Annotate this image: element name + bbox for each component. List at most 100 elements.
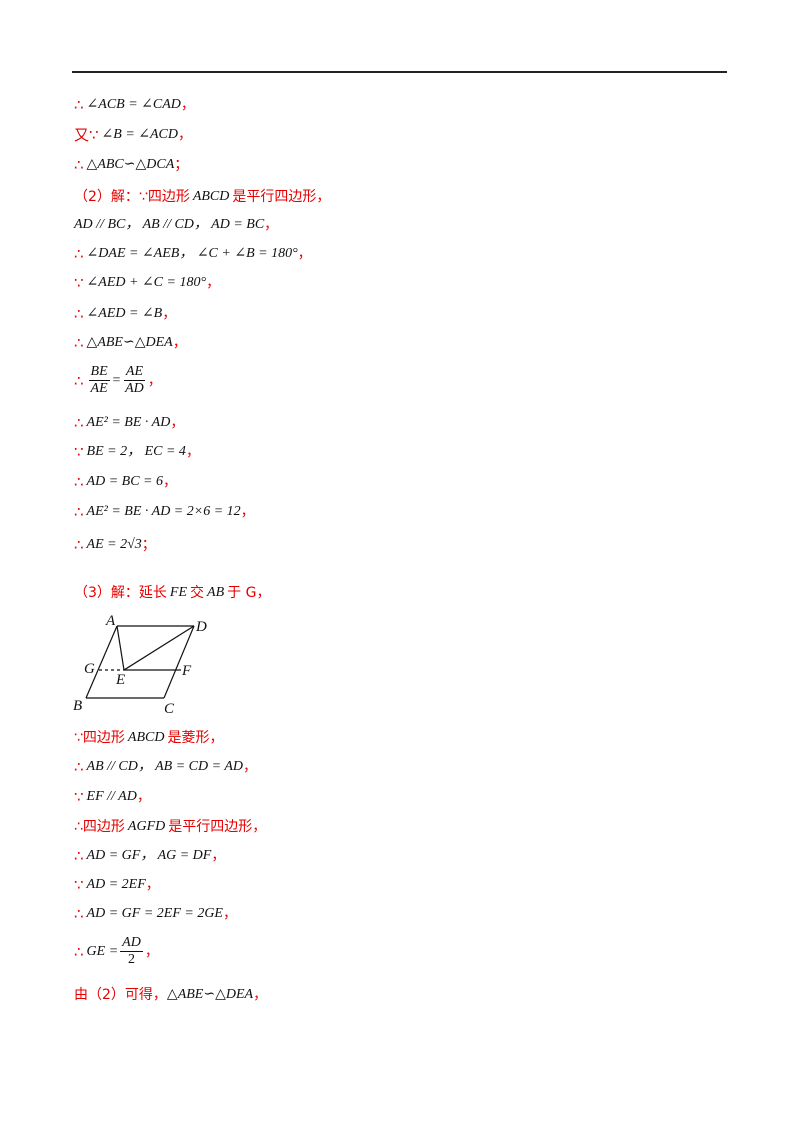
math-expression: ∠DAE = ∠AEB， ∠C + ∠B = 180° (86, 246, 298, 261)
part-label: （2）解：∵四边形 (74, 189, 190, 205)
math-expression: AD = GF = 2EF = 2GE (86, 906, 223, 921)
math-expression: AD = GF， AG = DF (86, 848, 212, 863)
because-symbol: ∵ (74, 876, 84, 894)
label-d: D (195, 619, 207, 635)
proof-line-6: ∴ ∠DAE = ∠AEB， ∠C + ∠B = 180° ， (74, 245, 312, 263)
label-f: F (181, 663, 192, 679)
punctuation: ， (222, 906, 237, 922)
therefore-symbol: ∴ (74, 156, 84, 174)
segment-ae (116, 625, 125, 671)
math-expression: △ABE∽△DEA (166, 987, 254, 1002)
math-expression: AB (207, 585, 225, 600)
equals-sign: = (111, 372, 122, 388)
punctuation: ， (264, 217, 279, 233)
punctuation: ， (144, 943, 159, 960)
math-expression: ∠ACB = ∠CAD (86, 97, 181, 112)
statement-text: 是平行四边形， (168, 819, 267, 835)
math-expression: AD = BC = 6 (86, 474, 163, 489)
fraction-be-over-ae: BE AE (88, 364, 110, 396)
punctuation: ； (174, 157, 189, 173)
label-e: E (115, 672, 125, 688)
punctuation: ， (178, 127, 193, 143)
proof-line-21: ∴ AD = GF， AG = DF ， (74, 847, 225, 865)
label-c: C (164, 701, 175, 717)
punctuation: ， (253, 987, 268, 1003)
proof-line-10: ∴ BE AE = AE AD ， (74, 364, 162, 397)
therefore-symbol: ∴ (74, 334, 84, 352)
math-expression: EF // AD (86, 789, 137, 804)
therefore-symbol: ∴ (74, 305, 84, 323)
header-rule (72, 71, 727, 73)
because-symbol: ∵ (74, 274, 84, 292)
punctuation: ， (136, 789, 151, 805)
segment-dc (163, 625, 195, 699)
math-expression: AD = 2EF (86, 877, 146, 892)
proof-line-13: ∴ AD = BC = 6 ， (74, 473, 177, 491)
punctuation: ， (163, 474, 177, 490)
proof-line-3: ∴ △ABC∽△DCA ； (74, 156, 188, 174)
proof-line-1: ∴ ∠ACB = ∠CAD ， (74, 96, 195, 114)
therefore-symbol: ∴ (74, 503, 84, 521)
label-b: B (73, 698, 82, 714)
therefore-symbol: ∴ (74, 414, 84, 432)
punctuation: ， (147, 372, 162, 389)
punctuation: ， (145, 877, 160, 893)
therefore-symbol: ∴ (74, 245, 84, 263)
therefore-symbol: ∴ (74, 536, 84, 554)
because-symbol: ∵ (74, 443, 84, 461)
fraction-ae-over-ad: AE AD (123, 364, 145, 396)
statement-text: ∴四边形 (74, 819, 125, 835)
math-expression: AB // CD， AB = CD = AD (86, 759, 243, 774)
proof-line-22: ∵ AD = 2EF ， (74, 876, 160, 894)
statement-text: 于 G， (227, 585, 271, 601)
proof-line-14: ∴ AE² = BE · AD = 2×6 = 12 ， (74, 503, 255, 521)
because-symbol: ∵ (74, 788, 84, 806)
punctuation: ， (242, 759, 257, 775)
proof-line-19: ∵ EF // AD ， (74, 788, 151, 806)
proof-line-20: ∴四边形 AGFD 是平行四边形， (74, 818, 266, 836)
part-label: （3）解：延长 (74, 585, 167, 601)
math-expression: GE = (86, 943, 119, 959)
punctuation: ， (172, 335, 187, 351)
proof-line-9: ∴ △ABE∽△DEA ， (74, 334, 187, 352)
fraction-ad-over-2: AD 2 (120, 935, 143, 967)
punctuation: ， (162, 306, 177, 322)
punctuation: ， (240, 504, 255, 520)
proof-line-15: ∴ AE = 2√3 ； (74, 536, 156, 554)
math-expression: △ABE∽△DEA (86, 335, 173, 350)
punctuation: ， (185, 444, 200, 460)
proof-line-25: 由（2）可得， △ABE∽△DEA ， (74, 986, 267, 1004)
proof-line-7: ∵ ∠AED + ∠C = 180° ， (74, 274, 220, 292)
statement-text: 交 (190, 585, 205, 601)
math-expression: AGFD (127, 819, 166, 834)
math-expression: AD // BC， AB // CD， AD = BC (74, 217, 265, 232)
punctuation: ， (170, 415, 185, 431)
proof-line-11: ∴ AE² = BE · AD ， (74, 414, 184, 432)
math-expression: BE = 2， EC = 4 (86, 444, 186, 459)
statement-text: ∵四边形 (74, 730, 125, 746)
therefore-symbol: ∴ (74, 758, 84, 776)
math-expression: AE = 2√3 (86, 537, 142, 552)
proof-line-12: ∵ BE = 2， EC = 4 ， (74, 443, 200, 461)
therefore-symbol: ∴ (74, 473, 84, 491)
part2-heading: （2）解：∵四边形 ABCD 是平行四边形， (74, 188, 330, 206)
statement-text: 是菱形， (167, 730, 224, 746)
statement-text: 是平行四边形， (232, 189, 331, 205)
proof-line-17: ∵四边形 ABCD 是菱形， (74, 729, 223, 747)
segment-ba (85, 625, 118, 699)
because-symbol: 又∵ (74, 126, 99, 144)
math-expression: ABCD (192, 189, 230, 204)
proof-line-5: AD // BC， AB // CD， AD = BC ， (74, 216, 278, 234)
therefore-symbol: ∴ (74, 96, 84, 114)
math-expression: AE² = BE · AD (86, 415, 171, 430)
statement-text: 由（2）可得， (74, 987, 167, 1003)
punctuation: ， (206, 275, 221, 291)
punctuation: ， (180, 97, 195, 113)
math-expression: △ABC∽△DCA (86, 157, 175, 172)
proof-line-8: ∴ ∠AED = ∠B ， (74, 305, 176, 323)
therefore-symbol: ∴ (74, 847, 84, 865)
therefore-symbol: ∴ (74, 371, 84, 390)
rhombus-figure: A D G E F B C (73, 613, 207, 717)
label-g: G (84, 661, 95, 677)
proof-line-18: ∴ AB // CD， AB = CD = AD ， (74, 758, 257, 776)
